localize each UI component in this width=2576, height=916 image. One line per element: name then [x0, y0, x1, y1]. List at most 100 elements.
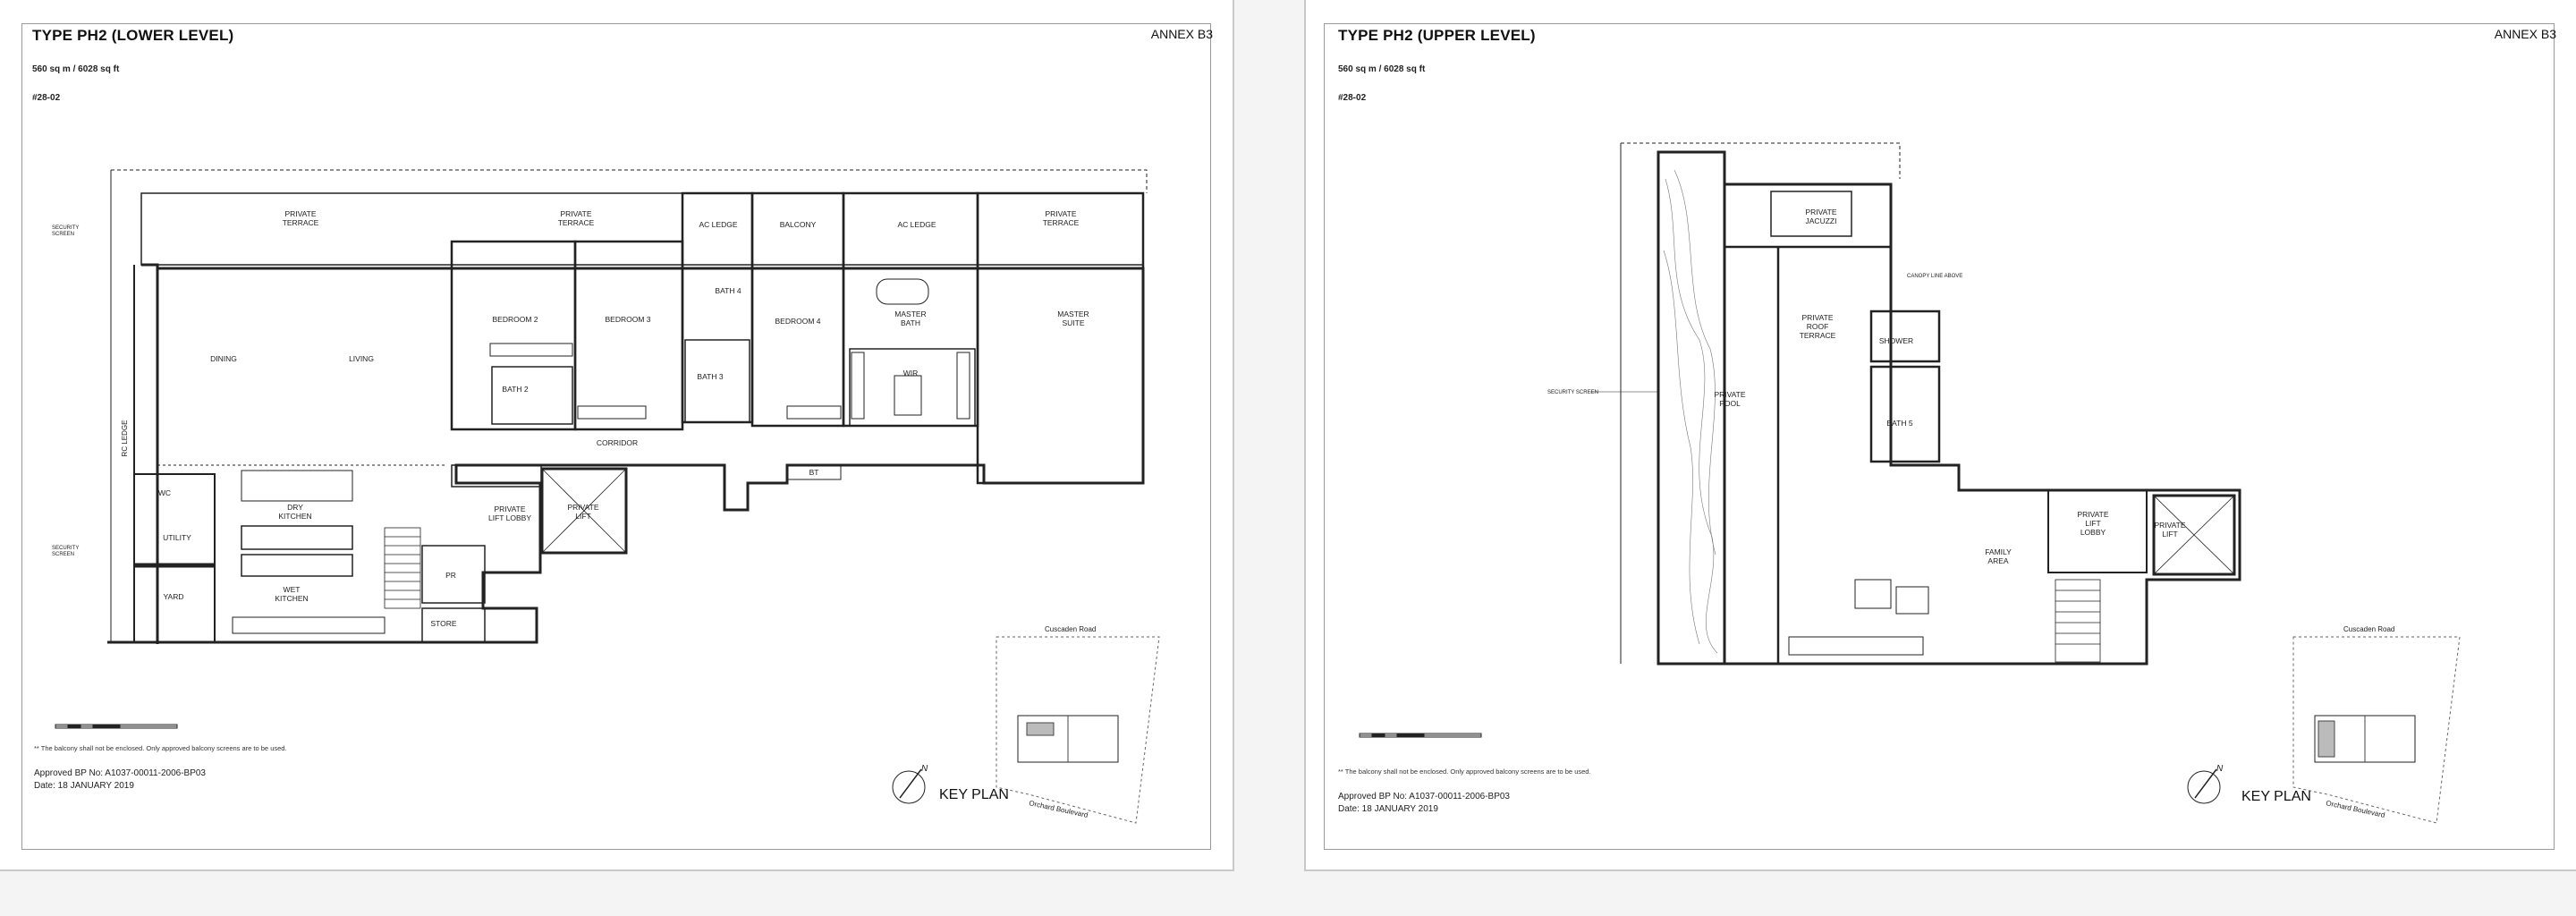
north-arrow-label: N — [2216, 764, 2224, 774]
lift-cross — [2153, 495, 2235, 575]
room-label: PRIVATE — [1805, 208, 1836, 216]
room-label: BT — [809, 468, 819, 477]
room-label: WET — [284, 585, 301, 594]
stair — [384, 527, 421, 609]
room-label: DRY — [287, 503, 303, 512]
room-label: PRIVATE — [1045, 209, 1076, 218]
approval-number: Approved BP No: A1037-00011-2006-BP03 — [1338, 792, 1510, 802]
approval-date: Date: 18 JANUARY 2019 — [34, 781, 134, 791]
bath3-walls — [684, 339, 750, 423]
canopy-label: CANOPY LINE ABOVE — [1907, 274, 1962, 279]
room-label: TERRACE — [1043, 218, 1080, 227]
north-arrow-label: N — [921, 764, 928, 774]
security-screen-label: SCREEN — [52, 232, 74, 237]
room-label: BATH 2 — [502, 385, 528, 394]
wet-kitchen-bench — [232, 616, 386, 634]
road-label: Cuscaden Road — [2343, 625, 2394, 633]
room-label: PRIVATE — [1714, 390, 1745, 399]
key-plan-label: KEY PLAN — [939, 787, 1009, 802]
wir-walls — [849, 348, 976, 427]
room-label: PRIVATE — [494, 505, 525, 513]
scale-bar — [1359, 733, 1482, 738]
room-label: JACUZZI — [1806, 216, 1837, 225]
stair — [2055, 579, 2101, 663]
wardrobe — [489, 343, 573, 357]
wardrobe — [851, 352, 865, 420]
room-label: STORE — [430, 619, 456, 628]
room-label: CORRIDOR — [597, 438, 638, 447]
unit-area: 560 sq m / 6028 sq ft — [32, 64, 120, 74]
road-label: Orchard Boulevard — [2326, 799, 2386, 819]
wardrobe — [956, 352, 970, 420]
balcony-footnote: ** The balcony shall not be enclosed. On… — [1338, 768, 1591, 776]
room-label: PR — [445, 571, 456, 580]
bt-box — [786, 464, 842, 480]
room-label: RC LEDGE — [121, 420, 129, 457]
bath2-walls — [491, 366, 573, 425]
room-label: AC LEDGE — [898, 220, 936, 229]
key-plan — [2187, 636, 2461, 824]
room-label: YARD — [164, 592, 184, 601]
room-label: BATH 4 — [715, 286, 741, 295]
room-label: KITCHEN — [278, 512, 311, 521]
bathtub — [876, 278, 929, 305]
room-label: TERRACE — [283, 218, 319, 227]
security-screen-label: SECURITY — [52, 225, 79, 231]
room-label: PRIVATE — [2077, 510, 2108, 519]
dry-kitchen-counter — [241, 525, 353, 550]
sheet-frame — [1324, 23, 2555, 850]
room-label: MASTER — [894, 310, 926, 318]
floor-plan-sheet-upper: TYPE PH2 (UPPER LEVEL) ANNEX B3 560 sq m… — [1304, 0, 2576, 871]
room-label: WIR — [903, 369, 919, 377]
room-label: BEDROOM 2 — [492, 315, 538, 324]
furniture — [1854, 579, 1892, 609]
sheet-title: TYPE PH2 (LOWER LEVEL) — [32, 27, 234, 44]
store-walls — [421, 607, 486, 643]
approval-block: Approved BP No: A1037-00011-2006-BP03 Da… — [34, 768, 206, 793]
room-label: UTILITY — [163, 533, 191, 542]
pool-water — [1663, 169, 1718, 654]
room-label: POOL — [1719, 399, 1741, 408]
annex-label: ANNEX B3 — [2494, 27, 2556, 41]
island — [894, 375, 922, 416]
dry-kitchen-island — [241, 470, 353, 502]
security-screen-label: SCREEN — [52, 552, 74, 557]
room-label: TERRACE — [1800, 331, 1836, 340]
pr-walls — [421, 545, 486, 604]
rc-ledge-wall — [133, 265, 158, 475]
scale-bar — [55, 724, 178, 729]
wet-kitchen-counter — [241, 554, 353, 577]
lift-cross — [541, 468, 627, 554]
room-label: DINING — [210, 354, 237, 363]
room-label: TERRACE — [558, 218, 595, 227]
unit-number: #28-02 — [1338, 93, 1367, 103]
room-label: BATH 5 — [1886, 419, 1912, 428]
room-label: PRIVATE — [567, 503, 598, 512]
room-label: FAMILY — [1985, 547, 2012, 556]
approval-number: Approved BP No: A1037-00011-2006-BP03 — [34, 768, 206, 778]
room-label: PRIVATE — [1801, 313, 1833, 322]
terrace-strip — [140, 192, 1144, 266]
wardrobe — [577, 405, 647, 420]
annex-label: ANNEX B3 — [1150, 27, 1213, 41]
room-label: LIFT — [575, 512, 590, 521]
room-label: BATH 3 — [697, 372, 723, 381]
unit-number: #28-02 — [32, 93, 61, 103]
room-label: BEDROOM 4 — [775, 317, 820, 326]
room-label: BEDROOM 3 — [605, 315, 650, 324]
room-label: BATH — [901, 318, 920, 327]
lift-lobby-walls — [2047, 489, 2148, 573]
room-label: ROOF — [1807, 322, 1829, 331]
